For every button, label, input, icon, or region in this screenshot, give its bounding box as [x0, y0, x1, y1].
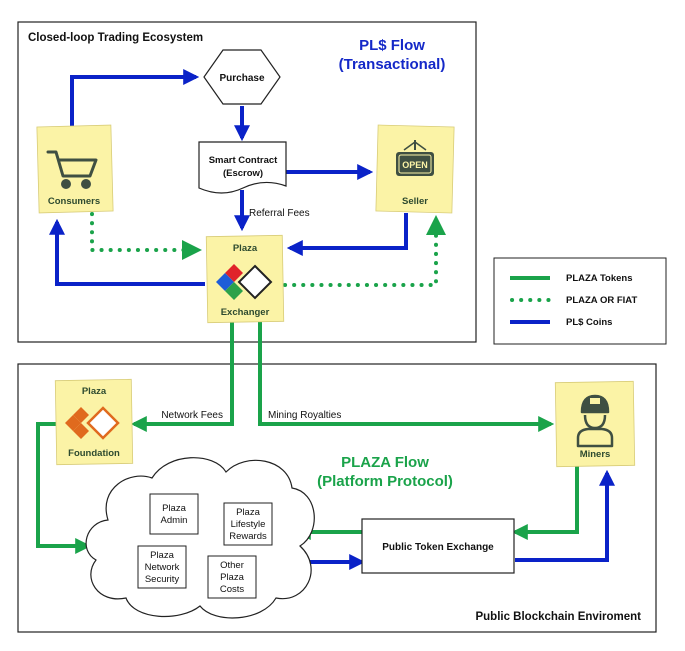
smart-contract-sublabel: (Escrow)	[223, 168, 263, 179]
network-line1: Plaza	[150, 550, 174, 561]
purchase-node: Purchase	[203, 49, 281, 105]
plaza-foundation-title: Plaza	[82, 386, 107, 397]
network-fees-label: Network Fees	[161, 410, 223, 421]
legend-plaza-tokens-label: PLAZA Tokens	[566, 273, 633, 284]
consumers-to-purchase-arrow	[70, 69, 200, 126]
plaza-foundation-label: Foundation	[68, 448, 120, 459]
plaza-exchanger-title: Plaza	[233, 243, 258, 254]
plaza-admin-line1: Plaza	[162, 503, 186, 514]
other-costs-line3: Costs	[220, 584, 245, 595]
other-costs-line1: Other	[220, 560, 244, 571]
pl-flow-subtitle: (Transactional)	[339, 56, 446, 73]
miner-helmet-icon	[576, 394, 614, 448]
seller-label: Seller	[402, 196, 428, 207]
lifestyle-line1: Plaza	[236, 507, 260, 518]
legend-plaza-or-fiat-label: PLAZA OR FIAT	[566, 295, 637, 306]
public-blockchain-frame	[17, 363, 657, 633]
smart-contract-node: Smart Contract (Escrow)	[198, 141, 287, 194]
plaza-diamond-logo-icon	[216, 264, 273, 300]
purchase-label: Purchase	[219, 73, 264, 84]
plaza-admin-line2: Admin	[161, 515, 188, 526]
plaza-flow-subtitle: (Platform Protocol)	[317, 473, 453, 490]
open-sign-icon: OPEN	[396, 140, 434, 176]
plaza-cost-cloud: Plaza Admin Plaza Lifestyle Rewards Plaz…	[85, 457, 315, 619]
network-fees-arrow	[130, 322, 234, 432]
other-costs-line2: Plaza	[220, 572, 244, 583]
closed-loop-title: Closed-loop Trading Ecosystem	[28, 32, 203, 44]
referral-fees-label: Referral Fees	[249, 208, 310, 219]
exchanger-to-seller-dotted	[283, 215, 446, 287]
shopping-cart-icon	[46, 150, 98, 189]
miners-to-exchange-arrow	[511, 466, 579, 540]
plaza-exchanger-node: Plaza Exchanger	[205, 234, 285, 324]
miners-label: Miners	[580, 449, 611, 460]
plaza-flow-title: PLAZA Flow	[341, 454, 429, 471]
smart-contract-label: Smart Contract	[209, 155, 278, 166]
plaza-lifestyle-rewards-box	[223, 502, 273, 546]
exchange-to-miners-arrow	[515, 469, 615, 562]
network-line3: Security	[145, 574, 180, 585]
public-blockchain-title: Public Blockchain Enviroment	[475, 611, 641, 623]
mining-royalties-arrow	[258, 322, 555, 432]
foundation-diamond-logo-icon	[65, 406, 120, 440]
public-token-exchange-label: Public Token Exchange	[382, 542, 494, 553]
consumers-label: Consumers	[48, 196, 100, 207]
exchanger-to-consumers-arrow	[49, 218, 205, 286]
seller-to-exchanger-arrow	[286, 213, 408, 256]
foundation-to-cloud-arrow	[36, 422, 92, 554]
consumers-node: Consumers	[36, 124, 114, 214]
seller-node: OPEN Seller	[375, 124, 455, 214]
legend-pl-coins-label: PL$ Coins	[566, 317, 612, 328]
miners-node: Miners	[554, 380, 636, 468]
plaza-network-security-box	[137, 545, 187, 589]
other-plaza-costs-box	[207, 555, 257, 599]
plaza-foundation-node: Plaza Foundation	[54, 378, 134, 466]
consumers-to-exchanger-dotted	[90, 212, 202, 260]
plaza-exchanger-label: Exchanger	[221, 307, 270, 318]
closed-loop-frame	[17, 21, 477, 343]
pl-flow-title: PL$ Flow	[359, 37, 425, 54]
lifestyle-line2: Lifestyle	[231, 519, 266, 530]
plaza-admin-box	[149, 493, 199, 535]
open-sign-text: OPEN	[402, 160, 428, 170]
lifestyle-line3: Rewards	[229, 531, 267, 542]
network-line2: Network	[145, 562, 180, 573]
mining-royalties-label: Mining Royalties	[268, 410, 341, 421]
public-token-exchange-node: Public Token Exchange	[361, 518, 515, 574]
legend: PLAZA Tokens PLAZA OR FIAT PL$ Coins	[493, 257, 667, 345]
